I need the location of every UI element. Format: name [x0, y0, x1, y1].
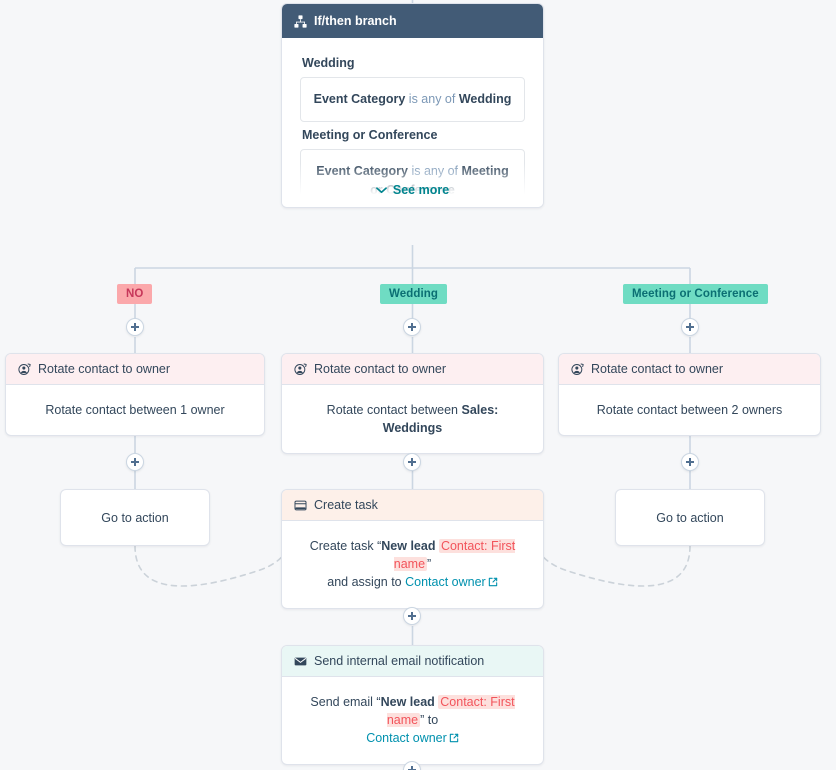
create-task-bold: New lead: [381, 539, 439, 553]
create-task-suffix: ”: [427, 557, 432, 571]
contact-rotate-icon: [294, 362, 307, 376]
go-to-action-card-right[interactable]: Go to action: [615, 489, 765, 546]
rotate-card-body-wedding: Rotate contact between Sales: Weddings: [282, 385, 543, 453]
condition-property-1: Event Category: [313, 92, 406, 106]
send-email-suffix: ” to: [420, 713, 439, 727]
rotate-card-title-wedding: Rotate contact to owner: [314, 362, 447, 376]
branch-card-body: Wedding Event Category is any of Wedding…: [282, 38, 543, 207]
branch-label-wedding[interactable]: Wedding: [380, 284, 448, 304]
condition-property-2: Event Category: [316, 164, 408, 178]
rotate-contact-card-wedding[interactable]: Rotate contact to owner Rotate contact b…: [281, 353, 544, 454]
branch-condition-1[interactable]: Event Category is any of Wedding: [300, 77, 525, 122]
condition-value-1: Wedding: [458, 92, 512, 106]
go-to-action-label-right: Go to action: [656, 510, 724, 525]
rotate-card-header-meeting: Rotate contact to owner: [559, 354, 820, 385]
contact-owner-link[interactable]: Contact owner: [405, 575, 486, 589]
create-task-assign-prefix: and assign to: [327, 575, 406, 589]
send-internal-email-card[interactable]: Send internal email notification Send em…: [281, 645, 544, 765]
contact-owner-link-email[interactable]: Contact owner: [366, 731, 447, 745]
branch-label-meeting-or-conference[interactable]: Meeting or Conference: [623, 284, 768, 304]
rotate-card-body-no: Rotate contact between 1 owner: [45, 403, 225, 417]
rotate-contact-card-meeting[interactable]: Rotate contact to owner Rotate contact b…: [558, 353, 821, 436]
create-task-body: Create task “New lead Contact: First nam…: [282, 521, 543, 608]
add-step-button-task-email[interactable]: [403, 607, 421, 625]
rotate-card-body-meeting: Rotate contact between 2 owners: [596, 403, 783, 417]
rotate-card-title-no: Rotate contact to owner: [38, 362, 171, 376]
branch-group-label-1: Wedding: [302, 56, 355, 70]
send-email-line-1: Send email “New lead Contact: First name…: [296, 693, 529, 729]
branch-label-meeting-text: Meeting or Conference: [632, 288, 759, 300]
add-step-button-meeting-1[interactable]: [681, 318, 699, 336]
create-task-header: Create task: [282, 490, 543, 521]
add-step-button-no-2[interactable]: [126, 453, 144, 471]
condition-operator-2: is any of: [407, 164, 462, 178]
rotate-body-value-wedding: Sales: Weddings: [382, 403, 499, 435]
condition-operator-1: is any of: [405, 92, 459, 106]
add-step-button-wedding-2[interactable]: [403, 453, 421, 471]
rotate-body-prefix-wedding: Rotate contact between: [326, 403, 462, 417]
if-then-branch-card[interactable]: If/then branch Wedding Event Category is…: [281, 3, 544, 208]
branch-label-wedding-text: Wedding: [389, 288, 439, 300]
envelope-icon: [294, 655, 307, 668]
branch-hierarchy-icon: [294, 14, 307, 28]
send-email-bold: New lead: [380, 695, 439, 709]
branch-label-no[interactable]: NO: [117, 284, 153, 304]
branch-card-header: If/then branch: [282, 4, 543, 38]
send-email-title: Send internal email notification: [314, 654, 485, 668]
send-email-line-2: Contact owner: [296, 729, 529, 748]
create-task-line-1: Create task “New lead Contact: First nam…: [296, 537, 529, 573]
add-step-button-meeting-2[interactable]: [681, 453, 699, 471]
go-to-action-label-left: Go to action: [101, 510, 169, 525]
create-task-card[interactable]: Create task Create task “New lead Contac…: [281, 489, 544, 609]
external-link-icon[interactable]: [488, 574, 498, 592]
create-task-line-2: and assign to Contact owner: [296, 573, 529, 592]
create-task-title: Create task: [314, 498, 378, 512]
branch-card-title: If/then branch: [314, 14, 397, 28]
contact-rotate-icon: [18, 362, 31, 376]
send-email-prefix: Send email “: [310, 695, 381, 709]
contact-rotate-icon: [571, 362, 584, 376]
rotate-card-title-meeting: Rotate contact to owner: [591, 362, 724, 376]
branch-label-no-text: NO: [126, 288, 144, 300]
rotate-contact-card-no[interactable]: Rotate contact to owner Rotate contact b…: [5, 353, 265, 436]
rotate-card-header-no: Rotate contact to owner: [6, 354, 264, 385]
add-step-button-no-1[interactable]: [126, 318, 144, 336]
see-more-button[interactable]: See more: [282, 183, 543, 197]
send-email-body: Send email “New lead Contact: First name…: [282, 677, 543, 764]
go-to-action-card-left[interactable]: Go to action: [60, 489, 210, 546]
task-window-icon: [294, 499, 307, 512]
external-link-icon[interactable]: [449, 730, 459, 748]
see-more-label: See more: [392, 183, 450, 197]
send-email-header: Send internal email notification: [282, 646, 543, 677]
create-task-prefix: Create task “: [309, 539, 382, 553]
rotate-card-header-wedding: Rotate contact to owner: [282, 354, 543, 385]
add-step-button-wedding-1[interactable]: [403, 318, 421, 336]
chevron-down-icon: [375, 183, 387, 197]
branch-group-label-2: Meeting or Conference: [302, 128, 438, 142]
